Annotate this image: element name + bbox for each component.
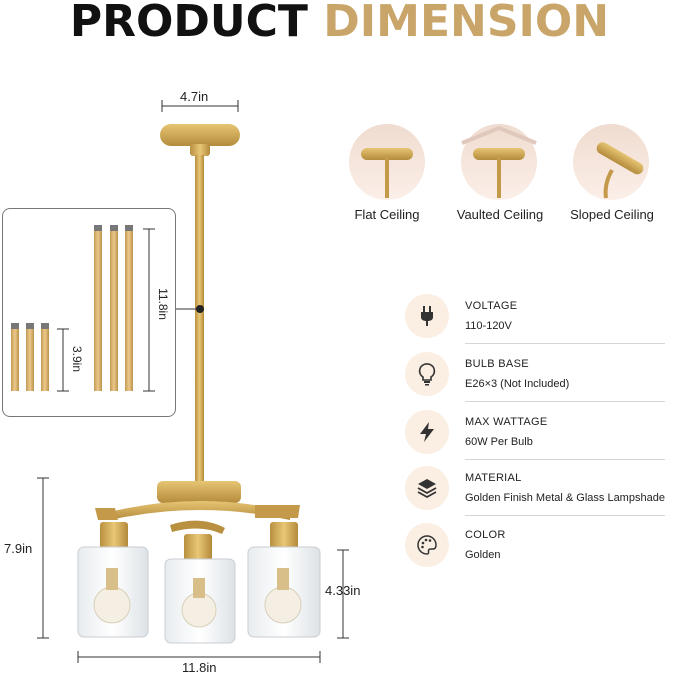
canopy-dimension-line	[161, 100, 239, 112]
palette-icon	[405, 523, 449, 567]
layers-icon	[405, 466, 449, 510]
width-dimension-line	[77, 651, 321, 663]
height-label: 7.9in	[4, 541, 33, 556]
shade-right	[247, 546, 321, 638]
title-product: PRODUCT	[69, 0, 308, 47]
spec-bulb-base: BULB BASE E26×3 (Not Included)	[405, 352, 665, 406]
center-hub	[157, 481, 241, 503]
shade-dimension-line	[337, 549, 349, 639]
title-dimension: DIMENSION	[323, 0, 610, 47]
height-dimension-line	[37, 477, 49, 639]
page-title: PRODUCT DIMENSION	[0, 0, 679, 44]
plug-icon	[405, 294, 449, 338]
spec-max-wattage: MAX WATTAGE 60W Per Bulb	[405, 410, 665, 464]
canopy	[160, 124, 240, 146]
ceiling-label-flat: Flat Ceiling	[354, 207, 420, 222]
bulb-icon	[405, 352, 449, 396]
spec-color: COLOR Golden	[405, 523, 665, 577]
long-rods	[94, 225, 133, 391]
flat-ceiling-icon	[349, 124, 425, 200]
ceiling-label-vaulted: Vaulted Ceiling	[456, 207, 544, 222]
canopy-width-label: 4.7in	[180, 89, 209, 104]
vaulted-ceiling-icon	[461, 124, 537, 200]
spec-voltage: VOLTAGE 110-120V	[405, 294, 665, 348]
short-rods	[11, 323, 49, 391]
sloped-ceiling-icon	[573, 124, 649, 200]
shade-height-label: 4.33in	[325, 583, 361, 598]
rod-inset: 11.8in 3.9in	[2, 208, 176, 417]
width-label: 11.8in	[182, 660, 217, 675]
spec-material: MATERIAL Golden Finish Metal & Glass Lam…	[405, 466, 665, 520]
lightning-icon	[405, 410, 449, 454]
shade-left	[77, 546, 149, 638]
ceiling-label-sloped: Sloped Ceiling	[570, 207, 654, 222]
downrod	[195, 155, 204, 485]
shade-center	[164, 558, 236, 644]
